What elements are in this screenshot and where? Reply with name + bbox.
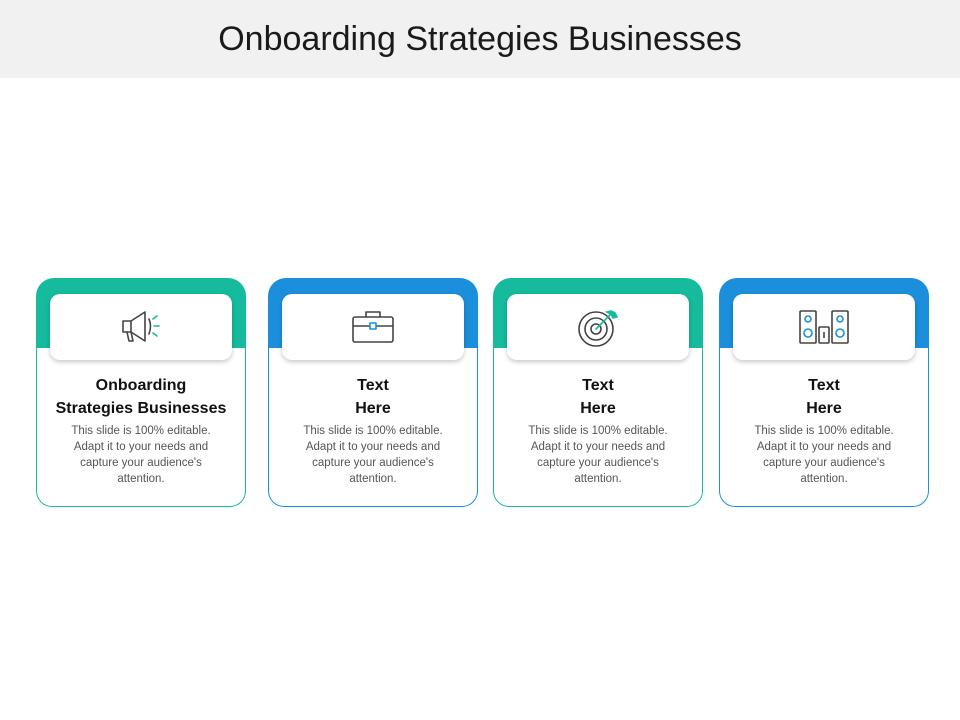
card-description: This slide is 100% editable. Adapt it to… xyxy=(303,425,443,485)
icon-tab xyxy=(507,294,689,360)
icon-tab xyxy=(733,294,915,360)
icon-tab xyxy=(50,294,232,360)
card-body xyxy=(719,348,929,507)
icon-tab xyxy=(282,294,464,360)
megaphone-icon xyxy=(119,307,163,347)
card-body xyxy=(493,348,703,507)
card-description: This slide is 100% editable. Adapt it to… xyxy=(71,425,211,485)
card-1: Onboarding Strategies Businesses This sl… xyxy=(36,278,246,508)
card-heading: Text Here xyxy=(355,377,391,417)
card-2: Text Here This slide is 100% editable. A… xyxy=(268,278,478,508)
card-4: Text Here This slide is 100% editable. A… xyxy=(719,278,929,508)
card-heading: Text Here xyxy=(806,377,842,417)
card-body xyxy=(36,348,246,507)
title-bar: Onboarding Strategies Businesses xyxy=(0,0,960,78)
card-3: Text Here This slide is 100% editable. A… xyxy=(493,278,703,508)
card-body xyxy=(268,348,478,507)
briefcase-icon xyxy=(351,307,395,347)
card-heading: Text Here xyxy=(580,377,616,417)
card-heading: Onboarding Strategies Businesses xyxy=(55,377,227,417)
page-title: Onboarding Strategies Businesses xyxy=(218,19,742,58)
target-icon xyxy=(576,306,620,348)
card-description: This slide is 100% editable. Adapt it to… xyxy=(528,425,668,485)
speakers-icon xyxy=(798,308,850,346)
card-description: This slide is 100% editable. Adapt it to… xyxy=(754,425,894,485)
